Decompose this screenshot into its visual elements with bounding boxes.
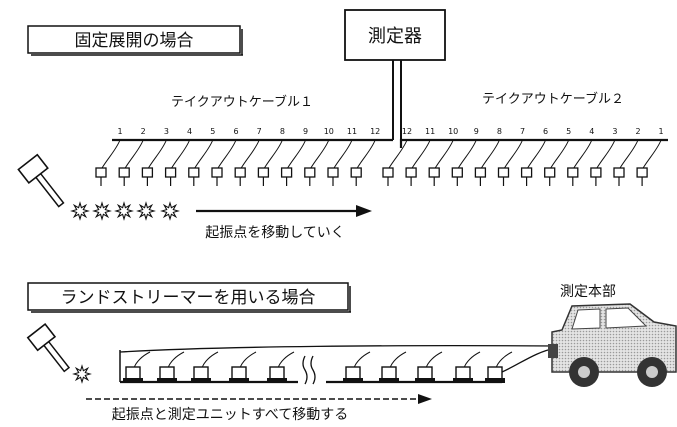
fixed-title-box: 固定展開の場合 <box>27 25 243 56</box>
channel-number: 1 <box>117 127 122 136</box>
shot-move-caption: 起振点を移動していく <box>205 225 345 241</box>
streamer-move-arrow <box>86 394 432 404</box>
streamer-unit-icon <box>191 351 219 383</box>
hammer-icon <box>26 323 71 373</box>
streamer-unit-icon <box>123 351 151 383</box>
channel-number: 4 <box>187 127 192 136</box>
channel-number: 5 <box>210 127 215 136</box>
channel-number: 5 <box>566 127 571 136</box>
channel-number: 12 <box>402 127 412 136</box>
shot-point-icon <box>160 201 180 221</box>
channel-number: 7 <box>520 127 525 136</box>
channel-number: 1 <box>659 127 664 136</box>
streamer-move-caption: 起振点と測定ユニットすべて移動する <box>112 407 348 423</box>
takeout-cable-2 <box>399 138 668 148</box>
streamer-unit-icon <box>453 351 481 383</box>
geophone-icon <box>118 139 144 186</box>
hammer-icon <box>17 153 65 208</box>
shot-move-arrow <box>196 205 372 217</box>
geophone-icon <box>382 139 408 186</box>
geophone-array <box>95 139 662 186</box>
land-streamer-section: ランドストリーマーを用いる場合 <box>26 282 677 423</box>
geophone-icon <box>428 139 454 186</box>
channel-number: 3 <box>164 127 169 136</box>
shot-point-icon <box>136 201 156 221</box>
channel-number: 4 <box>589 127 594 136</box>
streamer-unit-icon <box>485 351 513 383</box>
geophone-icon <box>95 139 121 186</box>
geophone-icon <box>257 139 283 186</box>
channel-number: 8 <box>497 127 502 136</box>
instrument-label: 測定器 <box>368 26 422 47</box>
channel-number: 11 <box>347 127 357 136</box>
channel-number: 2 <box>141 127 146 136</box>
geophone-icon <box>234 139 260 186</box>
channel-number: 8 <box>280 127 285 136</box>
channel-number: 9 <box>474 127 479 136</box>
channel-number: 3 <box>612 127 617 136</box>
streamer-unit-icon <box>229 351 257 383</box>
geophone-icon <box>280 139 307 186</box>
geophone-icon <box>304 139 330 186</box>
cable-1-label: テイクアウトケーブル１ <box>171 94 313 110</box>
measuring-instrument: 測定器 <box>344 9 446 148</box>
geophone-icon <box>544 139 570 186</box>
geophone-icon <box>451 139 477 186</box>
channel-number: 11 <box>425 127 435 136</box>
streamer-unit-icon <box>343 351 371 383</box>
shot-point-icon <box>92 201 112 221</box>
shot-point-icon <box>114 201 134 221</box>
channel-number: 10 <box>324 127 334 136</box>
geophone-icon <box>520 139 547 186</box>
channel-number: 9 <box>303 127 308 136</box>
geophone-icon <box>474 139 500 186</box>
streamer-title: ランドストリーマーを用いる場合 <box>61 288 316 308</box>
channel-number: 6 <box>233 127 238 136</box>
land-streamer <box>119 345 557 385</box>
survey-vehicle-icon <box>548 303 677 387</box>
cable-2-label: テイクアウトケーブル２ <box>482 91 624 107</box>
streamer-title-box: ランドストリーマーを用いる場合 <box>27 282 351 313</box>
geophone-icon <box>164 139 191 186</box>
geophone-icon <box>405 139 431 186</box>
shot-point-icon <box>72 364 92 384</box>
geophone-icon <box>350 139 376 186</box>
channel-number: 12 <box>370 127 380 136</box>
geophone-icon <box>613 139 639 186</box>
streamer-unit-icon <box>267 351 295 383</box>
fixed-title: 固定展開の場合 <box>75 31 194 51</box>
streamer-unit-icon <box>415 351 443 383</box>
geophone-icon <box>590 139 616 186</box>
geophone-icon <box>327 139 353 186</box>
geophone-icon <box>497 139 523 186</box>
channel-number: 7 <box>257 127 262 136</box>
channel-number: 6 <box>543 127 548 136</box>
geophone-icon <box>188 139 214 186</box>
streamer-unit-icon <box>379 351 407 383</box>
geophone-icon <box>141 139 167 186</box>
shot-point-icon <box>70 201 90 221</box>
channel-number: 10 <box>448 127 458 136</box>
geophone-icon <box>211 139 237 186</box>
channel-number: 2 <box>635 127 640 136</box>
vehicle-label: 測定本部 <box>560 284 616 300</box>
geophone-icon <box>636 139 662 186</box>
geophone-icon <box>567 139 593 186</box>
streamer-unit-icon <box>157 351 185 383</box>
